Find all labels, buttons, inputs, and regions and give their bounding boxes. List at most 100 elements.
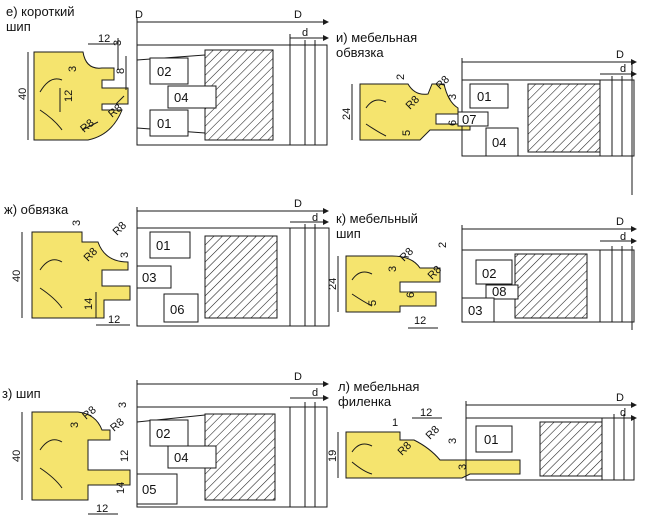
panel-e-dim-8: 8 [115, 68, 127, 74]
panel-i-dim-2: 2 [395, 74, 407, 80]
panel-e-dim-40: 40 [17, 88, 29, 100]
panel-z-cutter-body [136, 406, 328, 508]
panel-i-title: и) мебельная обвязка [336, 30, 417, 60]
panel-zh [21, 207, 330, 327]
panel-k-cutter-03 [461, 297, 495, 323]
panel-zh-cutter-06-label: 06 [170, 302, 184, 317]
panel-z-cutter-05-label: 05 [142, 482, 156, 497]
panel-e-cutter-02-label: 02 [157, 64, 171, 79]
panel-zh-axis-d: d [312, 212, 318, 224]
panel-z-workpiece [31, 411, 131, 501]
panel-l-dim-3b: 3 [457, 464, 469, 470]
panel-i-cutter-01 [469, 83, 509, 109]
panel-i-workpiece [359, 83, 471, 141]
panel-e-cutter-body [136, 44, 328, 146]
panel-e-workpiece [33, 51, 129, 141]
panel-e-cutter-01-label: 01 [157, 116, 171, 131]
panel-i-axis-D: D [616, 49, 624, 61]
panel-e-dim-12b: 12 [63, 90, 75, 102]
panel-i-dim-5: 5 [401, 130, 413, 136]
panel-l-axis-d: d [620, 407, 626, 419]
panel-e-cutter-02 [149, 57, 189, 85]
panel-e-cutter-01 [149, 109, 189, 137]
panel-e-dim-3a: 3 [112, 40, 124, 46]
panel-l-dim-19: 19 [327, 450, 339, 462]
panel-e [27, 18, 329, 146]
panel-e-title: е) короткий шип [6, 4, 75, 34]
panel-i-dim-6: 6 [447, 120, 459, 126]
panel-i-dim-24: 24 [341, 108, 353, 120]
panel-l-title-line2: филенка [338, 394, 392, 409]
panel-l-dim-3a: 3 [447, 438, 459, 444]
panel-k-title-line1: к) мебельный [336, 211, 418, 226]
panel-l-dim-12: 12 [420, 407, 432, 419]
panel-l-axis-D: D [616, 392, 624, 404]
panel-l-dim-r8a: R8 [424, 424, 442, 442]
panel-i-cutter-01-label: 01 [477, 89, 491, 104]
panel-e-dim-3b: 3 [67, 66, 79, 72]
panel-zh-dim-3a: 3 [71, 220, 83, 226]
panel-k-dim-12: 12 [414, 315, 426, 327]
panel-z-dim-3a: 3 [117, 402, 129, 408]
panel-zh-workpiece [31, 231, 131, 319]
panel-e-axis-d: d [302, 27, 308, 39]
panel-zh-dim-14: 14 [83, 298, 95, 310]
panel-z-dim-r8b: R8 [108, 416, 126, 434]
panel-zh-title: ж) обвязка [4, 202, 68, 217]
panel-z-cutter-04-label: 04 [174, 450, 188, 465]
panel-e-title-line2: шип [6, 19, 31, 34]
panel-i-cutter-04 [485, 127, 519, 157]
panel-z-dim-40: 40 [11, 450, 23, 462]
panel-zh-dim-3b: 3 [119, 252, 131, 258]
panel-k-cutter-02 [475, 259, 513, 285]
panel-z-dim-12b: 12 [96, 503, 108, 515]
panel-k-workpiece [345, 255, 441, 313]
panel-k [337, 225, 637, 330]
panel-k-dim-2: 2 [437, 242, 449, 248]
panel-e-title-line1: е) короткий [6, 4, 75, 19]
panel-z-cutter-05 [136, 473, 178, 505]
panel-z-dim-12: 12 [119, 450, 131, 462]
panel-k-dim-5: 5 [367, 300, 379, 306]
panel-z [21, 380, 329, 515]
panel-e-axis-D-end: D [294, 9, 302, 21]
panel-k-dim-3: 3 [387, 266, 399, 272]
panel-i [351, 58, 637, 195]
panel-l-cutter-body [465, 417, 635, 481]
panel-l-title-line1: л) мебельная [338, 379, 420, 394]
panel-e-dim-12: 12 [98, 33, 110, 45]
panel-k-dim-24: 24 [327, 278, 339, 290]
panel-k-cutter-03-label: 03 [468, 303, 482, 318]
panel-i-title-line1: и) мебельная [336, 30, 418, 45]
panel-k-axis-d: d [620, 231, 626, 243]
panel-z-cutter-02 [149, 419, 189, 447]
panel-e-cutter-04-label: 04 [174, 90, 188, 105]
panel-z-cutter-04 [167, 445, 217, 469]
panel-zh-dim-12: 12 [108, 314, 120, 326]
panel-k-title-line2: шип [336, 226, 361, 241]
panel-e-cutter-04 [167, 85, 217, 109]
panel-z-title: з) шип [2, 386, 41, 401]
panel-z-dim-14: 14 [115, 482, 127, 494]
panel-k-axis-D: D [616, 216, 624, 228]
panel-z-axis-d: d [312, 387, 318, 399]
panel-k-title: к) мебельный шип [336, 211, 418, 241]
panel-e-axis-D: D [135, 9, 143, 21]
panel-i-cutter-04-label: 04 [492, 135, 506, 150]
panel-zh-title-line1: ж) обвязка [4, 202, 69, 217]
panel-zh-cutter-01 [149, 231, 191, 259]
panel-l-workpiece [345, 431, 521, 479]
panel-k-cutter-08-label: 08 [492, 284, 506, 299]
panel-l [337, 401, 637, 481]
panel-zh-cutter-03-label: 03 [142, 270, 156, 285]
panel-z-cutter-02-label: 02 [156, 426, 170, 441]
panel-i-dim-3: 3 [447, 94, 459, 100]
panel-k-cutter-body [461, 249, 635, 323]
panel-k-cutter-02-label: 02 [482, 266, 496, 281]
panel-zh-dim-r8a: R8 [111, 220, 129, 238]
panel-i-cutter-07-label: 07 [462, 112, 476, 127]
panel-i-title-line2: обвязка [336, 45, 384, 60]
panel-l-cutter-01-label: 01 [484, 432, 498, 447]
panel-z-dim-3b: 3 [69, 422, 81, 428]
